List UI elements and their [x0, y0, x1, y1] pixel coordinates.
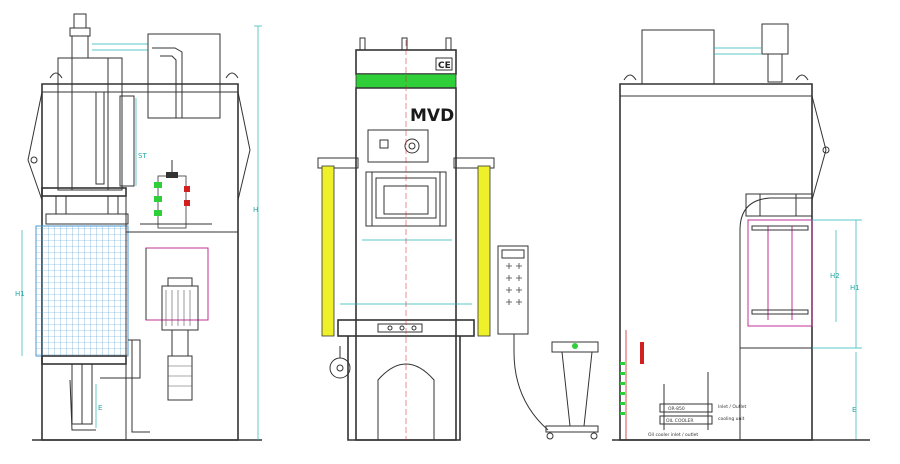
dim-label-right-e: E: [852, 406, 856, 414]
guard-pillar-right: [477, 165, 491, 337]
front-view: CE MVD: [317, 37, 599, 441]
control-panel-buttons: [506, 263, 522, 305]
oil-cooler-unit: OR-850 OIL COOLER Inlet / Outlet cooling…: [648, 372, 747, 438]
dim-label-left-stroke: ST: [138, 152, 147, 160]
note-top-label: Inlet / Outlet: [718, 404, 747, 410]
dim-label-left-bottom: E: [98, 404, 102, 412]
dim-label-right-h2: H2: [830, 272, 840, 280]
guard-pillar-left: [321, 165, 335, 337]
note-bottom-label: cooling unit: [718, 416, 745, 422]
side-section-view: H ST H1 E: [15, 13, 262, 441]
gauge-top-label: OR-850: [668, 406, 685, 412]
valve-block: [154, 160, 190, 229]
ce-mark: CE: [438, 61, 451, 71]
dim-label-right-h1: H1: [850, 284, 860, 292]
dim-label-left-height: H: [253, 206, 258, 214]
side-view: H2 H1 E OR-850 OIL COOLER Inlet / Outlet…: [612, 23, 870, 441]
footer-note-label: Oil cooler inlet / outlet: [648, 432, 698, 438]
gauge-bottom-label: OIL COOLER: [666, 418, 694, 424]
brand-label: MVD: [410, 106, 454, 126]
green-bolt-row: [620, 362, 625, 415]
dim-label-left-lower: H1: [15, 290, 25, 298]
